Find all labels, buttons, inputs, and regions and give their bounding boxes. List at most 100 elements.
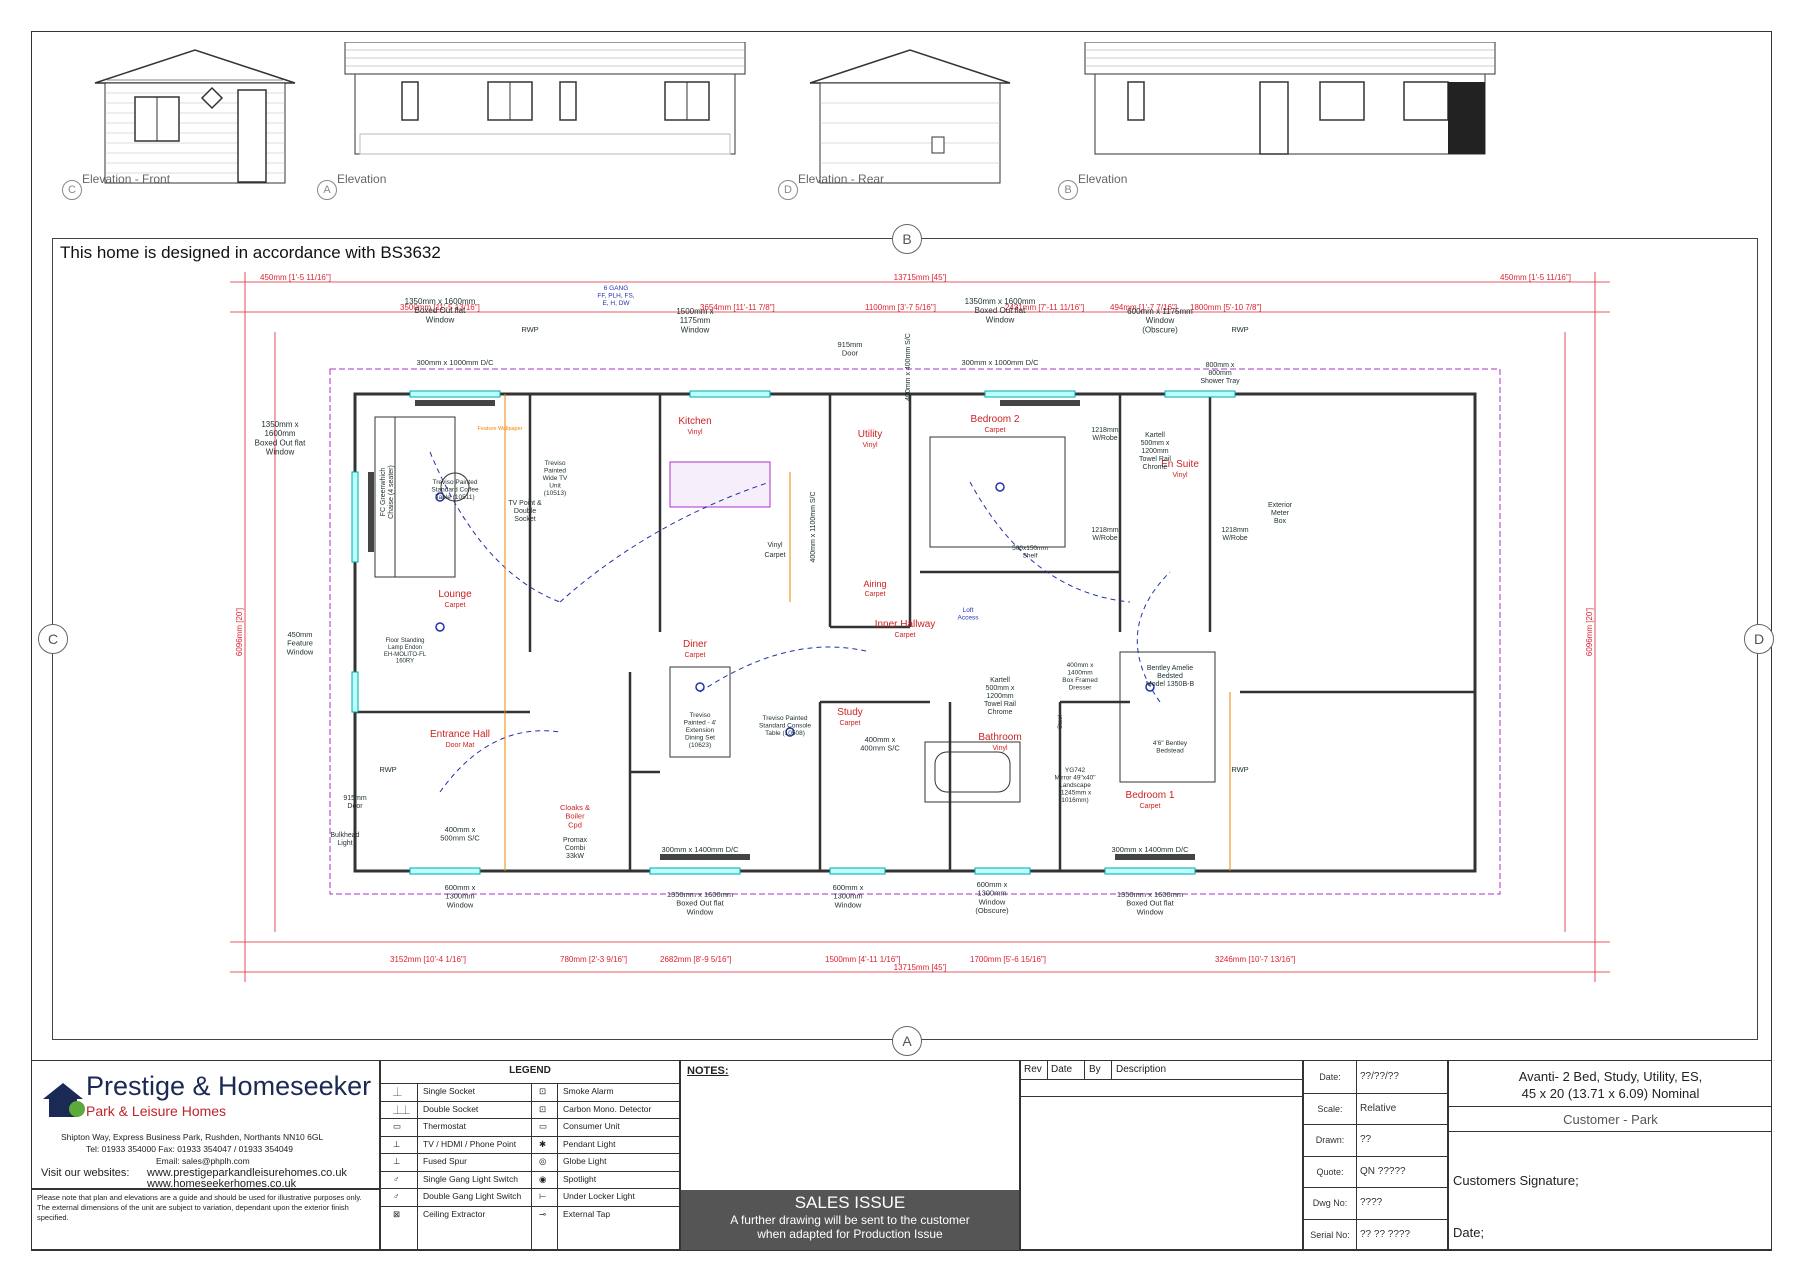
room-bed1: Bedroom 1 [1126,790,1175,801]
dim-width-right: 6096mm [20'] [1585,608,1594,656]
legend-co-detector-icon: ⊡ [539,1103,547,1114]
legend-thermostat-icon: ▭ [393,1121,402,1131]
note-feature-wallpaper: Feature Wallpaper [477,426,522,432]
dim-overall-bottom: 13715mm [45'] [894,963,947,972]
room-study-floor: Carpet [839,720,860,727]
company-block: Prestige & Homeseeker Park & Leisure Hom… [31,1061,380,1190]
elevation-side-a [344,42,746,155]
legend-ceiling-extractor: Ceiling Extractor [423,1208,486,1219]
room-entrance-hall: Entrance Hall [430,729,490,740]
note-rad-bed1: 300mm x 1400mm D/C [1111,845,1189,854]
signature-date[interactable]: Date; [1453,1225,1485,1240]
room-diner: Diner [683,639,708,650]
legend-globe-light-icon: ◎ [539,1156,547,1166]
elevation-rear-label: Elevation - Rear [798,172,885,186]
legend-single-socket: Single Socket [423,1086,475,1096]
section-marker-top: B [892,224,922,254]
company-tagline: Park & Leisure Homes [86,1103,227,1119]
web-link-2[interactable]: www.homeseekerhomes.co.uk [147,1178,297,1190]
note-rad-utility: 400mm x 1100mm S/C [810,491,817,562]
notes-block: NOTES: SALES ISSUE A further drawing wil… [680,1061,1020,1251]
note-rad-bed2: 300mm x 1000mm D/C [961,358,1039,367]
house-logo-icon [43,1083,85,1117]
info-value-0: ??/??/?? [1360,1071,1399,1082]
note-carpet: Carpet [764,552,785,559]
room-bed2: Bedroom 2 [971,414,1020,425]
note-rwp-tl: RWP [521,325,538,334]
room-diner-floor: Carpet [684,652,705,659]
title-block: Prestige & Homeseeker Park & Leisure Hom… [31,1060,1772,1251]
room-utility: Utility [858,429,882,440]
project-size: 45 x 20 (13.71 x 6.09) Nominal [1521,1086,1700,1101]
legend-double-socket: Double Socket [423,1103,479,1114]
elevation-rear [809,49,1011,184]
legend-single-socket-icon: ⏊ [393,1087,402,1097]
room-ensuite-floor: Vinyl [1172,472,1187,479]
room-airing: Airing [863,579,886,589]
notes-title: NOTES: [687,1065,729,1077]
room-bed1-floor: Carpet [1139,803,1160,810]
revision-table: Rev Date By Description [1020,1061,1303,1251]
info-value-5: ?? ?? ???? [1360,1228,1411,1240]
dim-overall-top: 13715mm [45'] [894,273,947,282]
legend-external-tap: External Tap [563,1208,611,1219]
room-bathroom: Bathroom [978,732,1021,743]
marker-c: C [62,180,82,200]
sales-issue-text: A further drawing will be sent to the cu… [730,1213,970,1241]
room-lounge-floor: Carpet [444,602,465,609]
section-marker-left: C [38,624,68,654]
note-stool: Stool [1058,715,1064,729]
legend-smoke-alarm-icon: ⊡ [539,1086,547,1096]
info-label-0: Date: [1319,1072,1341,1082]
legend-tv-point-icon: ⊥ [393,1138,401,1149]
company-phone: Tel: 01933 354000 Fax: 01933 354047 / 01… [86,1144,294,1154]
room-inner-hallway-floor: Carpet [894,632,915,639]
legend-double-socket-icon: ⏊⏊ [393,1104,411,1115]
legend-globe-light: Globe Light [563,1156,607,1166]
customer-signature[interactable]: Customers Signature; [1453,1173,1579,1188]
info-label-4: Dwg No: [1312,1198,1348,1208]
dim-end-left: 450mm [1'-5 11/16"] [260,273,331,282]
legend: LEGEND ⏊ Single Socket ⊡ Smoke Alarm ⏊⏊ … [380,1061,681,1251]
project-title: Avanti- 2 Bed, Study, Utility, ES, [1518,1069,1703,1084]
drawing-info: Date: ??/??/?? Scale: Relative Drawn: ??… [1303,1061,1449,1251]
sales-issue-banner: SALES ISSUE A further drawing will be se… [681,1190,1019,1250]
info-label-5: Serial No: [1310,1229,1350,1240]
note-rad-top-left: 300mm x 1000mm D/C [416,358,494,367]
compliance-note: This home is designed in accordance with… [60,243,441,262]
room-kitchen: Kitchen [678,416,711,427]
sales-issue-title: SALES ISSUE [794,1193,906,1212]
date-header: Date [1051,1064,1073,1075]
company-address: Shipton Way, Express Business Park, Rush… [61,1132,324,1142]
web-link-1[interactable]: www.prestigeparkandleisurehomes.co.uk [147,1167,347,1179]
section-marker-right: D [1744,624,1774,654]
dim-top-5: 1800mm [5'-10 7/8"] [1190,303,1262,312]
info-label-2: Drawn: [1315,1135,1345,1145]
dim-top-4: 494mm [1'-7 7/16"] [1110,303,1177,312]
room-ensuite: En Suite [1161,459,1199,470]
legend-ceiling-extractor-icon: ⊠ [393,1208,401,1219]
elevation-front-label: Elevation - Front [82,172,171,186]
dim-top-0: 3500mm [11'-5 13/16"] [400,303,480,312]
elevation-b-label: Elevation [1078,172,1128,186]
info-value-2: ?? [1360,1134,1372,1145]
note-vinyl: Vinyl [767,542,782,549]
legend-consumer-unit: Consumer Unit [563,1121,620,1131]
dim-width-left: 6096mm [20'] [235,608,244,656]
legend-fused-spur-icon: ⊥ [393,1156,401,1166]
